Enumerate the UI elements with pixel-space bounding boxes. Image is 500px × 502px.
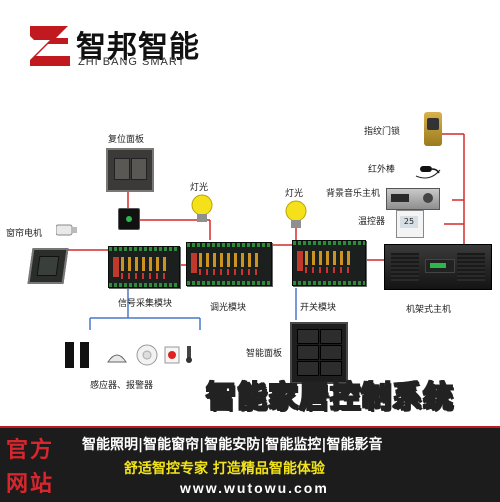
brand-logo [28,24,72,68]
switch-module-label: 开关模块 [300,303,337,313]
fingerprint-lock-label: 指纹门锁 [364,127,401,137]
smart-panel-label: 智能面板 [246,349,283,359]
infrared-emitter-icon [420,160,440,174]
rack-host-label: 机架式主机 [406,305,452,315]
curtain-control-panel [27,248,69,284]
footer: 官方 网站 智能照明|智能窗帘|智能安防|智能监控|智能影音 舒适智控专家 打造… [0,426,500,502]
light-label-2: 灯光 [285,189,304,199]
badge-line-1: 官方 [6,438,55,463]
official-site-badge: 官方 网站 [6,432,66,497]
thermostat-device: 25 [396,210,424,238]
smart-panel-device [290,322,348,384]
curtain-motor-label: 窗帘电机 [6,229,43,239]
sensors-label: 感应器、报警器 [90,381,154,391]
website-url[interactable]: www.wutowu.com [180,480,329,496]
brand-name: 智邦智能 [76,30,200,65]
bgm-host-device [386,188,440,210]
curtain-motor-icon [55,222,78,236]
infrared-label: 红外棒 [368,165,396,175]
dimmer-module [186,242,272,286]
rack-host-device [384,244,492,290]
door-sensor-icon [184,346,194,364]
reset-panel-sensor [118,208,140,230]
reset-panel-device [106,148,154,192]
lightbulb-icon [284,200,308,230]
thermostat-label: 温控器 [358,217,386,227]
signal-module-label: 信号采集模块 [118,299,173,309]
signal-collection-module [108,246,180,288]
bgm-host-label: 背景音乐主机 [326,189,381,199]
slogan: 舒适智控专家 打造精品智能体验 [124,461,325,477]
feature-list: 智能照明|智能窗帘|智能安防|智能监控|智能影音 [82,437,383,453]
smoke-detector-icon [136,344,158,366]
switch-module [292,240,366,286]
infrared-beam-sensor-icon [64,340,94,370]
headline: 智能家居控制系统 [205,379,454,416]
pir-sensor-icon [106,348,128,364]
dimmer-module-label: 调光模块 [210,303,247,313]
badge-line-2: 网站 [6,472,55,497]
zhibang-z-logo-icon [30,26,70,66]
blue-wires [89,288,297,330]
light-label-1: 灯光 [190,183,209,193]
reset-panel-label: 复位面板 [108,135,145,145]
lightbulb-icon [190,194,214,224]
brand-subtitle: ZHI BANG SMART [78,56,186,68]
emergency-button-icon [164,346,180,364]
fingerprint-lock-icon [424,112,442,146]
